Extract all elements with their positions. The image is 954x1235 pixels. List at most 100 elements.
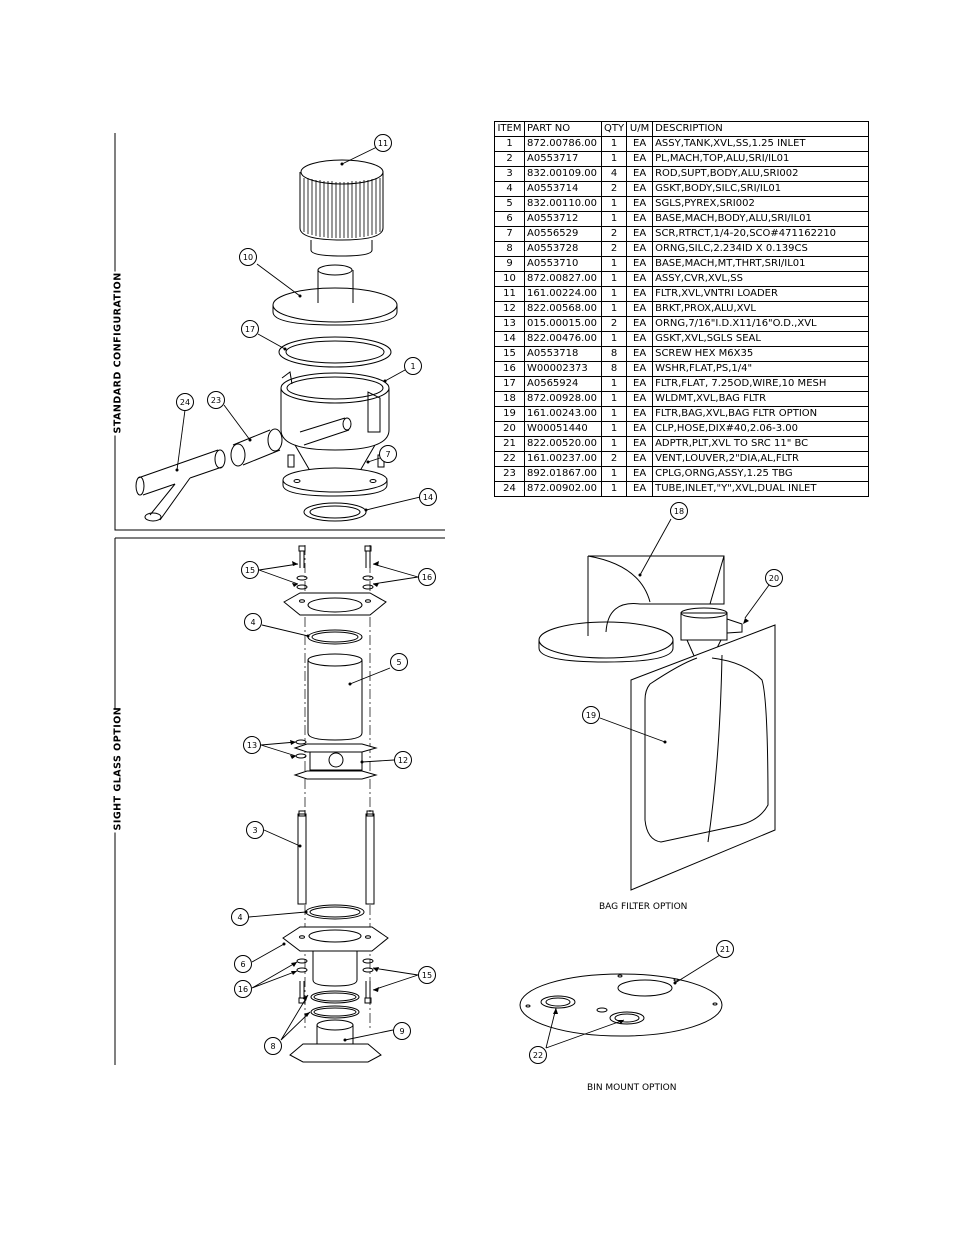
bom-cell-um: EA (626, 181, 654, 197)
tank-part (280, 371, 390, 482)
bom-cell-item: 7 (494, 226, 525, 242)
bom-cell-item: 12 (494, 301, 525, 317)
bom-cell-qty: 2 (600, 451, 628, 467)
balloon-14: 14 (419, 488, 437, 506)
bom-cell-description: WLDMT,XVL,BAG FLTR (652, 391, 870, 407)
bom-cell-description: VENT,LOUVER,2"DIA,AL,FLTR (652, 451, 870, 467)
bom-cell-um: EA (626, 436, 654, 452)
bom-cell-part-no: A0553718 (524, 346, 602, 362)
bom-cell-item: 24 (494, 481, 525, 497)
balloon-21: 21 (716, 940, 734, 958)
bom-cell-item: 10 (494, 271, 525, 287)
bom-cell-qty: 2 (600, 241, 628, 257)
bom-cell-um: EA (626, 151, 654, 167)
bom-cell-um: EA (626, 166, 654, 182)
bom-cell-description: ASSY,TANK,XVL,SS,1.25 INLET (652, 136, 870, 152)
bom-cell-qty: 8 (600, 346, 628, 362)
bom-cell-part-no: 161.00237.00 (524, 451, 602, 467)
bom-cell-description: FLTR,XVL,VNTRI LOADER (652, 286, 870, 302)
tank-base-plate-part (282, 454, 388, 497)
sight-glass-option-label: SIGHT GLASS OPTION (112, 706, 124, 833)
bag-filter-weldment-part (538, 555, 743, 663)
sight-glass-part (307, 653, 363, 741)
bom-cell-item: 15 (494, 346, 525, 362)
balloon-15-bottom: 15 (418, 966, 436, 984)
leader-arrowheads (290, 561, 749, 1024)
bom-cell-item: 2 (494, 151, 525, 167)
bom-cell-qty: 2 (600, 181, 628, 197)
top-screws-part (296, 545, 374, 590)
bom-cell-item: 17 (494, 376, 525, 392)
base-o-rings-part (310, 990, 360, 1019)
bom-cell-description: CPLG,ORNG,ASSY,1.25 TBG (652, 466, 870, 482)
bom-cell-description: FLTR,FLAT, 7.25OD,WIRE,10 MESH (652, 376, 870, 392)
header-um: U/M (626, 121, 654, 137)
bom-cell-part-no: 822.00568.00 (524, 301, 602, 317)
bom-cell-um: EA (626, 301, 654, 317)
header-item: ITEM (494, 121, 525, 137)
bom-cell-part-no: A0565924 (524, 376, 602, 392)
bom-cell-item: 19 (494, 406, 525, 422)
bom-cell-um: EA (626, 391, 654, 407)
bom-cell-part-no: W00002373 (524, 361, 602, 377)
bom-cell-part-no: 832.00109.00 (524, 166, 602, 182)
balloon-5: 5 (390, 653, 408, 671)
balloon-13: 13 (243, 736, 261, 754)
balloon-1: 1 (404, 357, 422, 375)
lower-gasket-part (305, 904, 365, 920)
bom-cell-qty: 2 (600, 226, 628, 242)
bom-cell-um: EA (626, 421, 654, 437)
balloon-3: 3 (246, 821, 264, 839)
balloon-10: 10 (239, 248, 257, 266)
bom-cell-qty: 8 (600, 361, 628, 377)
bom-cell-qty: 1 (600, 301, 628, 317)
bom-cell-description: TUBE,INLET,"Y",XVL,DUAL INLET (652, 481, 870, 497)
bom-cell-um: EA (626, 316, 654, 332)
bom-cell-part-no: 872.00786.00 (524, 136, 602, 152)
center-lines (304, 545, 371, 1030)
bom-cell-item: 6 (494, 211, 525, 227)
bom-cell-item: 9 (494, 256, 525, 272)
bom-cell-part-no: 872.00827.00 (524, 271, 602, 287)
bom-cell-item: 18 (494, 391, 525, 407)
bom-cell-qty: 1 (600, 286, 628, 302)
bom-cell-item: 8 (494, 241, 525, 257)
bom-cell-part-no: W00051440 (524, 421, 602, 437)
balloon-19: 19 (582, 706, 600, 724)
bom-cell-um: EA (626, 286, 654, 302)
mount-throat-base-part (289, 1019, 382, 1063)
balloon-11: 11 (374, 134, 392, 152)
balloon-4-top: 4 (244, 613, 262, 631)
top-plate-part (283, 592, 387, 616)
bom-cell-description: SGLS,PYREX,SRI002 (652, 196, 870, 212)
bom-cell-um: EA (626, 196, 654, 212)
upper-gasket-part (307, 629, 363, 645)
y-inlet-tube-part (135, 449, 226, 522)
bom-cell-um: EA (626, 451, 654, 467)
bom-cell-item: 1 (494, 136, 525, 152)
support-rods-part (297, 810, 375, 905)
bom-cell-description: WSHR,FLAT,PS,1/4" (652, 361, 870, 377)
balloon-18: 18 (670, 502, 688, 520)
bom-cell-um: EA (626, 271, 654, 287)
bom-cell-um: EA (626, 241, 654, 257)
bom-cell-um: EA (626, 136, 654, 152)
header-description: DESCRIPTION (652, 121, 870, 137)
bin-mount-adapter-plate-part (519, 973, 723, 1037)
bin-mount-caption: BIN MOUNT OPTION (587, 1083, 677, 1093)
bom-cell-um: EA (626, 256, 654, 272)
bom-cell-item: 20 (494, 421, 525, 437)
bom-cell-qty: 1 (600, 481, 628, 497)
